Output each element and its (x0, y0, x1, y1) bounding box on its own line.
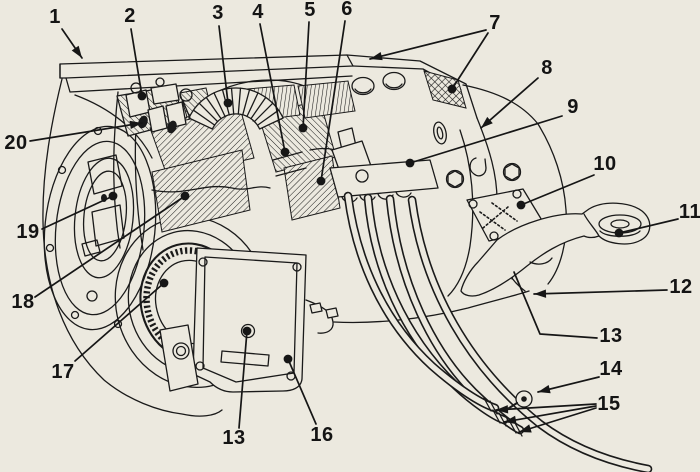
callout-2-leader (130, 28, 143, 97)
callout-2-dot (137, 91, 147, 101)
callout-16-leader (287, 358, 317, 425)
callout-12-leader (533, 289, 668, 295)
carbon-brush (138, 115, 148, 129)
power-cables (343, 191, 653, 472)
callout-5-leader (302, 21, 310, 129)
callout-13a-leader (513, 271, 598, 339)
callout-9-dot (405, 158, 415, 168)
cover-bolt (240, 323, 256, 339)
callout-label-7: 7 (489, 12, 501, 34)
callout-15-leader (503, 405, 597, 423)
callout-label-5: 5 (304, 0, 316, 21)
callout-7-dot (447, 84, 457, 94)
callout-15-arrowhead (504, 415, 517, 425)
callout-15-arrowhead (496, 405, 509, 414)
callout-label-20: 20 (4, 132, 27, 154)
callout-14-arrowhead (538, 385, 551, 394)
inspection-cover (192, 247, 307, 393)
callout-4-dot (280, 147, 290, 157)
callout-11-dot (614, 228, 624, 238)
commutator (188, 87, 284, 130)
callout-1-arrowhead (71, 45, 82, 58)
callout-7-leader (451, 32, 489, 90)
callout-label-14: 14 (599, 358, 623, 380)
callout-11-leader (618, 218, 679, 234)
callout-13b-dot (242, 326, 252, 336)
callout-9-leader (409, 115, 563, 164)
callout-17-dot (159, 278, 169, 288)
callout-7-arrowhead (370, 52, 383, 61)
callout-20-arrowhead (129, 120, 142, 130)
callout-6-dot (316, 176, 326, 186)
callout-3-dot (223, 98, 233, 108)
callout-label-18: 18 (11, 291, 34, 313)
callout-5-dot (298, 123, 308, 133)
callout-label-13b: 13 (222, 427, 245, 449)
callout-15-leader (518, 407, 597, 433)
callout-20-leader (29, 122, 143, 142)
callout-15-arrowhead (519, 424, 532, 433)
callout-6-leader (320, 20, 346, 182)
callout-18-leader (34, 195, 186, 298)
callout-18-dot (180, 191, 190, 201)
motor-frame-top (59, 54, 567, 285)
callout-8-leader (480, 77, 539, 129)
brush-rigging (125, 77, 193, 134)
lower-cowl (159, 290, 530, 392)
callout-12-arrowhead (534, 289, 547, 298)
callout-label-11: 11 (679, 201, 700, 223)
callout-3-leader (218, 25, 229, 104)
callout-label-16: 16 (310, 424, 333, 446)
callout-label-3: 3 (212, 2, 224, 24)
carbon-brush (167, 120, 177, 134)
callout-10-leader (520, 174, 595, 206)
callout-label-4: 4 (252, 1, 264, 23)
callout-19-leader (41, 195, 114, 230)
callout-label-1: 1 (49, 6, 61, 28)
callout-4-leader (259, 23, 286, 153)
frame-holes (351, 71, 447, 145)
callout-10-dot (516, 200, 526, 210)
callout-label-8: 8 (541, 57, 553, 79)
cable-clamp (329, 127, 439, 203)
vent-grille (423, 70, 467, 109)
callout-17-leader (74, 282, 165, 362)
callout-label-17: 17 (51, 361, 74, 383)
callout-label-15: 15 (597, 393, 620, 415)
callout-13b-leader (238, 330, 248, 429)
callout-7-leader (369, 29, 487, 60)
callout-8-arrowhead (481, 116, 493, 128)
callout-label-9: 9 (567, 96, 579, 118)
callout-label-6: 6 (341, 0, 353, 20)
callout-16-dot (283, 354, 293, 364)
callout-19-dot (108, 191, 118, 201)
callout-label-2: 2 (124, 5, 136, 27)
callout-label-12: 12 (669, 276, 692, 298)
callout-15-leader (495, 403, 597, 411)
callout-label-10: 10 (593, 153, 616, 175)
callout-label-19: 19 (16, 221, 39, 243)
callout-label-13a: 13 (599, 325, 622, 347)
